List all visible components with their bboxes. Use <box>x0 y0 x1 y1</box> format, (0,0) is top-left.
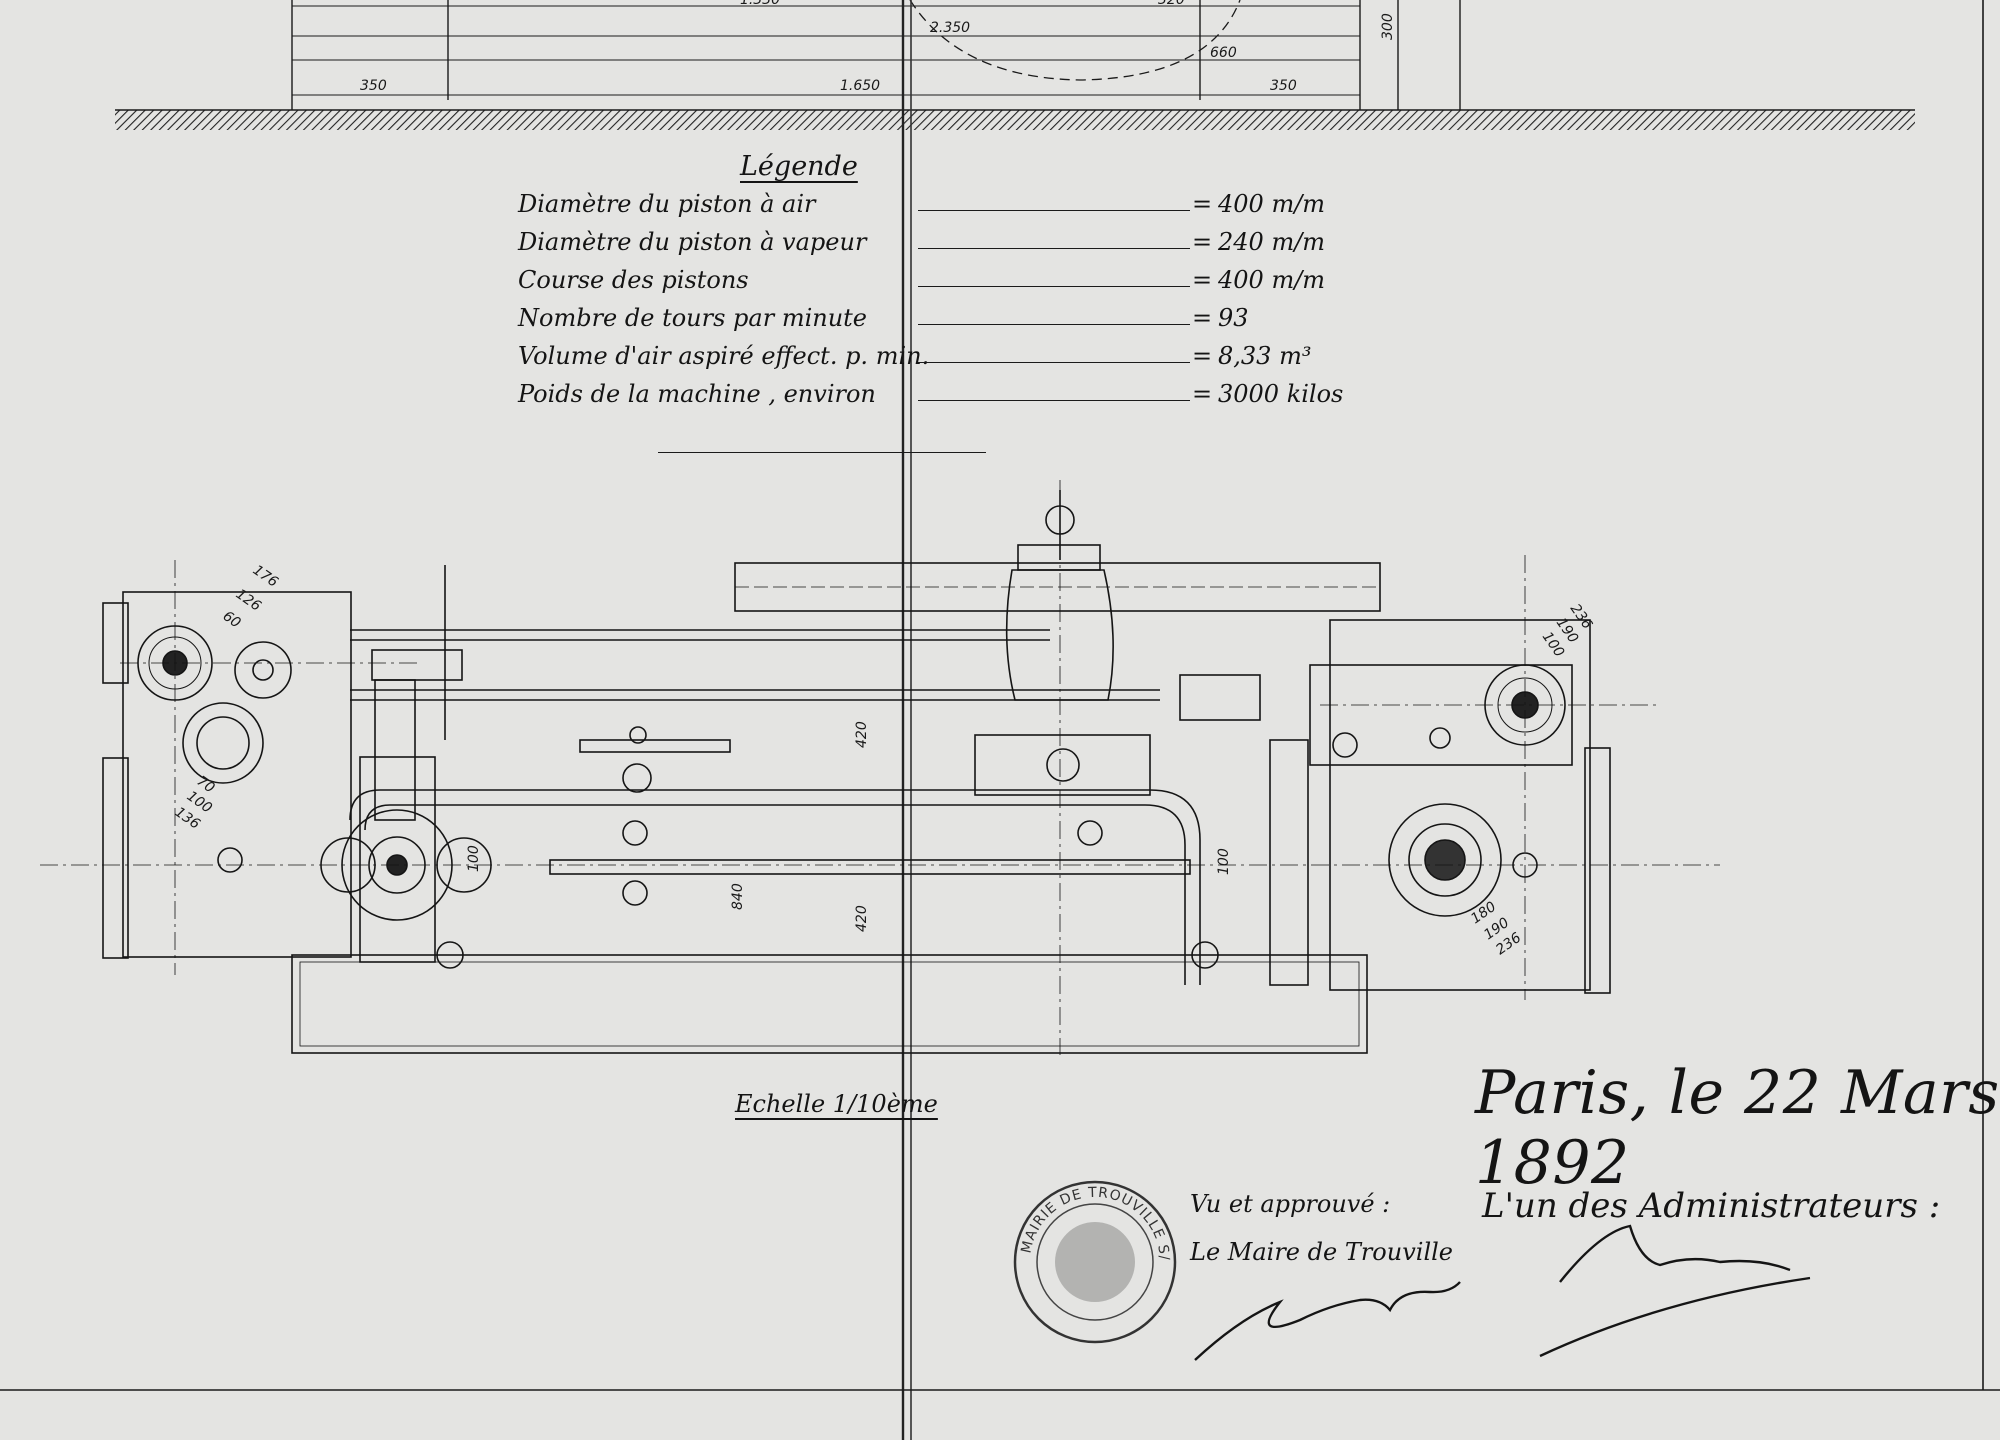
machine-plan <box>40 480 1720 1055</box>
legend-row-value: 8,33 m³ <box>1218 342 1312 370</box>
top-dimension-labels: 1.330 320 2.350 660 350 1.650 350 300 <box>360 0 1396 94</box>
legend-row: Volume d'air aspiré effect. p. min. =8,33… <box>518 336 1311 374</box>
approval-block: Vu et approuvé : Le Maire de Trouville <box>1190 1180 1453 1276</box>
dim-height: 300 <box>1380 13 1396 40</box>
legend-row: Diamètre du piston à air =400 m/m <box>518 184 1325 222</box>
legend-row: Nombre de tours par minute =93 <box>518 298 1278 336</box>
legend-row-leader <box>918 324 1190 325</box>
dim-span-a: 1.330 <box>740 0 780 8</box>
dim-left: 350 <box>360 78 387 94</box>
legend-row-value: 93 <box>1218 304 1249 332</box>
date-line: Paris, le 22 Mars 1892 <box>1475 1058 2000 1198</box>
legend-row-label: Volume d'air aspiré effect. p. min. <box>518 342 930 370</box>
legend-row-label: Poids de la machine , environ <box>518 380 876 408</box>
legend-row-value: 3000 kilos <box>1218 380 1344 408</box>
dim-center: 1.650 <box>840 78 880 94</box>
dim-d17: 100 <box>1216 848 1232 875</box>
dim-span-b: 320 <box>1158 0 1185 8</box>
dim-d3: 60 <box>220 608 244 631</box>
legend-row-value: 400 m/m <box>1218 190 1326 218</box>
signatures <box>1194 1224 1811 1361</box>
scale-label: Echelle 1/10ème <box>735 1090 938 1118</box>
legend-row-leader <box>918 210 1190 211</box>
plan-dimension-labels: 176 126 60 70 100 136 236 190 100 180 19… <box>172 562 1596 958</box>
fold-line <box>901 0 912 1440</box>
legend-row-equals: = <box>1192 190 1213 218</box>
legend-row: Poids de la machine , environ =3000 kilos <box>518 374 1343 412</box>
approval-line-1: Vu et approuvé : <box>1190 1190 1391 1218</box>
legend-row-equals: = <box>1192 304 1213 332</box>
dim-d15: 840 <box>730 883 746 910</box>
dim-span-c: 2.350 <box>930 20 970 36</box>
legend-row-value: 240 m/m <box>1218 228 1326 256</box>
dim-d1: 176 <box>250 562 281 590</box>
legend-row-value: 400 m/m <box>1218 266 1326 294</box>
dim-d13: 420 <box>854 721 870 748</box>
legend-row-equals: = <box>1192 266 1213 294</box>
top-elevation <box>115 0 1915 130</box>
dim-d16: 100 <box>466 845 482 872</box>
administrator-label: L'un des Administrateurs : <box>1482 1186 1941 1226</box>
approval-line-2: Le Maire de Trouville <box>1190 1238 1454 1266</box>
dim-d14: 420 <box>854 905 870 932</box>
legend-row: Diamètre du piston à vapeur =240 m/m <box>518 222 1325 260</box>
legend-row-equals: = <box>1192 342 1213 370</box>
legend-row-leader <box>918 400 1190 401</box>
legend-row-label: Diamètre du piston à vapeur <box>518 228 867 256</box>
legend-row-equals: = <box>1192 228 1213 256</box>
legend-title: Légende <box>740 151 858 182</box>
legend-row-label: Nombre de tours par minute <box>518 304 868 332</box>
legend-underline <box>658 452 986 453</box>
legend-row-leader <box>918 362 1190 363</box>
dim-d2: 126 <box>233 586 264 614</box>
legend-row-equals: = <box>1192 380 1213 408</box>
legend-row-leader <box>918 248 1190 249</box>
legend-row: Course des pistons =400 m/m <box>518 260 1325 298</box>
legend-row-leader <box>918 286 1190 287</box>
dim-span-d: 660 <box>1210 45 1237 61</box>
legend-block: Légende Diamètre du piston à air=400 m/m… <box>518 150 1343 412</box>
legend-row-label: Diamètre du piston à air <box>518 190 816 218</box>
dim-right: 350 <box>1270 78 1297 94</box>
legend-row-label: Course des pistons <box>518 266 749 294</box>
